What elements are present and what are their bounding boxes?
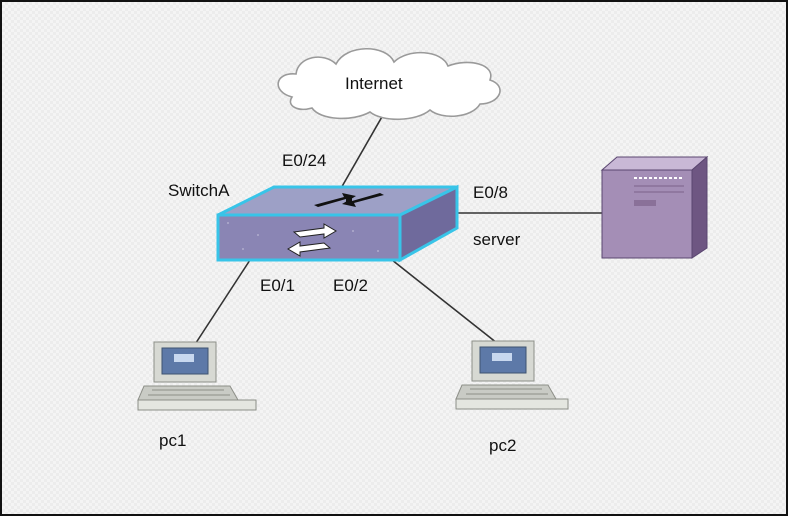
port-label-e0-2: E0/2 bbox=[333, 276, 368, 295]
pc1-label: pc1 bbox=[159, 431, 187, 450]
switch-x-arrows-icon bbox=[314, 193, 384, 207]
pc2-computer-icon bbox=[455, 340, 569, 410]
internet-label: Internet bbox=[345, 74, 403, 93]
server-label: server bbox=[473, 230, 521, 249]
link-switch-pc1 bbox=[189, 259, 251, 353]
internet-cloud-icon bbox=[277, 47, 501, 121]
links bbox=[189, 114, 602, 353]
switch-side-face bbox=[398, 184, 459, 263]
port-label-e0-24: E0/24 bbox=[282, 151, 327, 170]
switch-front-face bbox=[216, 213, 402, 262]
server-icon bbox=[600, 155, 709, 259]
switch-name-label: SwitchA bbox=[168, 181, 230, 200]
switch-s-arrows-icon bbox=[287, 223, 337, 257]
link-internet-switch bbox=[339, 114, 384, 191]
pc1-computer-icon bbox=[137, 341, 257, 411]
switch-icon bbox=[216, 184, 459, 263]
pc2-label: pc2 bbox=[489, 436, 517, 455]
port-label-e0-8: E0/8 bbox=[473, 183, 508, 202]
link-switch-pc2 bbox=[386, 255, 503, 348]
port-label-e0-1: E0/1 bbox=[260, 276, 295, 295]
